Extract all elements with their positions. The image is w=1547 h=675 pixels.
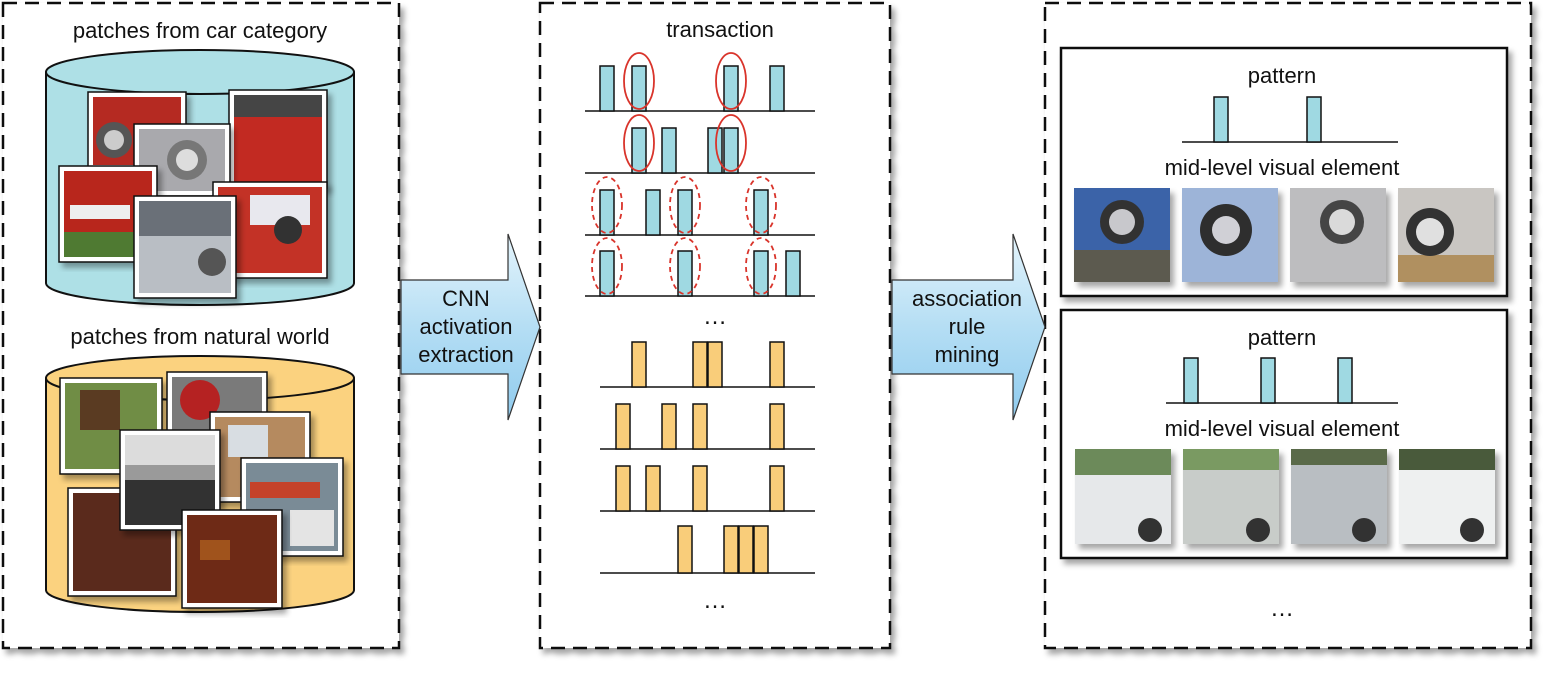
activation-bar	[677, 189, 693, 236]
pattern-bar	[1306, 96, 1322, 143]
activation-bar	[723, 525, 739, 574]
pattern-highlights	[591, 52, 777, 295]
activation-bar	[677, 250, 693, 297]
car-body-patch-image	[1399, 449, 1495, 544]
arrow2-line-2: rule	[949, 314, 986, 339]
wheel-patch-image	[1398, 188, 1494, 282]
activation-bar	[692, 465, 708, 512]
activation-bar	[723, 127, 739, 174]
car-patch-image	[133, 195, 237, 299]
pattern2-title: pattern	[1248, 325, 1317, 350]
activation-bar	[753, 189, 769, 236]
pattern-box-2: pattern mid-level visual element	[1059, 308, 1509, 560]
dashed-highlight-ellipse	[591, 237, 623, 295]
pattern-bar	[1260, 357, 1276, 404]
wheel-patch-image	[1290, 188, 1386, 282]
activation-bar	[707, 341, 723, 388]
dashed-highlight-ellipse	[669, 176, 701, 234]
natural-patch-image	[240, 457, 344, 557]
activation-bar	[599, 65, 615, 112]
activation-bar	[769, 465, 785, 512]
arrow2-line-3: mining	[935, 342, 1000, 367]
activation-bar	[769, 65, 785, 112]
pattern2-subtitle: mid-level visual element	[1165, 416, 1400, 441]
activation-bar	[599, 250, 615, 297]
activation-bar	[677, 525, 693, 574]
pattern-bar	[1337, 357, 1353, 404]
activation-bar	[738, 525, 754, 574]
pattern1-title: pattern	[1248, 63, 1317, 88]
arrow2-line-1: association	[912, 286, 1022, 311]
transaction-rows	[585, 65, 815, 574]
solid-highlight-ellipse	[623, 52, 655, 110]
activation-bar	[769, 403, 785, 450]
wheel-patch-image	[1074, 188, 1170, 282]
natural-world-label: patches from natural world	[70, 324, 329, 349]
activation-bar	[615, 465, 631, 512]
car-body-patch-image	[1183, 449, 1279, 544]
activation-bar	[692, 341, 708, 388]
association-mining-arrow: association rule mining	[891, 233, 1046, 421]
wheel-patch-image	[1182, 188, 1278, 282]
arrow1-line-1: CNN	[442, 286, 490, 311]
pattern-bar	[1183, 357, 1199, 404]
arrow1-line-3: extraction	[418, 342, 513, 367]
natural-patch-thumbnails	[59, 371, 344, 609]
car-body-element-images	[1075, 449, 1495, 544]
car-category-label: patches from car category	[73, 18, 327, 43]
activation-bar	[707, 127, 723, 174]
cnn-extraction-arrow: CNN activation extraction	[400, 233, 541, 421]
activation-bar	[753, 525, 769, 574]
activation-bar	[661, 403, 677, 450]
dashed-highlight-ellipse	[669, 237, 701, 295]
dashed-highlight-ellipse	[745, 176, 777, 234]
activation-bar	[769, 341, 785, 388]
activation-bar	[785, 250, 801, 297]
dashed-highlight-ellipse	[591, 176, 623, 234]
car-patch-thumbnails	[58, 89, 328, 299]
pattern1-subtitle: mid-level visual element	[1165, 155, 1400, 180]
car-body-patch-image	[1291, 449, 1387, 544]
solid-highlight-ellipse	[623, 114, 655, 172]
wheel-element-images	[1074, 188, 1494, 282]
transaction-ellipsis-top: …	[703, 303, 727, 330]
activation-bar	[631, 65, 647, 112]
activation-bar	[753, 250, 769, 297]
natural-patch-image	[181, 509, 283, 609]
activation-bar	[661, 127, 677, 174]
transaction-ellipsis-bottom: …	[703, 587, 727, 614]
activation-bar	[599, 189, 615, 236]
natural-patch-image	[119, 429, 221, 531]
pattern-box-1: pattern mid-level visual element	[1059, 46, 1509, 298]
arrow1-line-2: activation	[420, 314, 513, 339]
activation-bar	[645, 189, 661, 236]
activation-bar	[645, 465, 661, 512]
activation-bar	[692, 403, 708, 450]
dashed-highlight-ellipse	[745, 237, 777, 295]
activation-bar	[723, 65, 739, 112]
car-body-patch-image	[1075, 449, 1171, 544]
pattern-ellipsis: …	[1270, 595, 1294, 622]
activation-bar	[615, 403, 631, 450]
pattern-bar	[1213, 96, 1229, 143]
activation-bar	[631, 341, 647, 388]
solid-highlight-ellipse	[715, 114, 747, 172]
car-patch-image	[228, 89, 328, 189]
activation-bar	[631, 127, 647, 174]
solid-highlight-ellipse	[715, 52, 747, 110]
transaction-title: transaction	[666, 17, 774, 42]
car-patch-image	[58, 165, 158, 263]
